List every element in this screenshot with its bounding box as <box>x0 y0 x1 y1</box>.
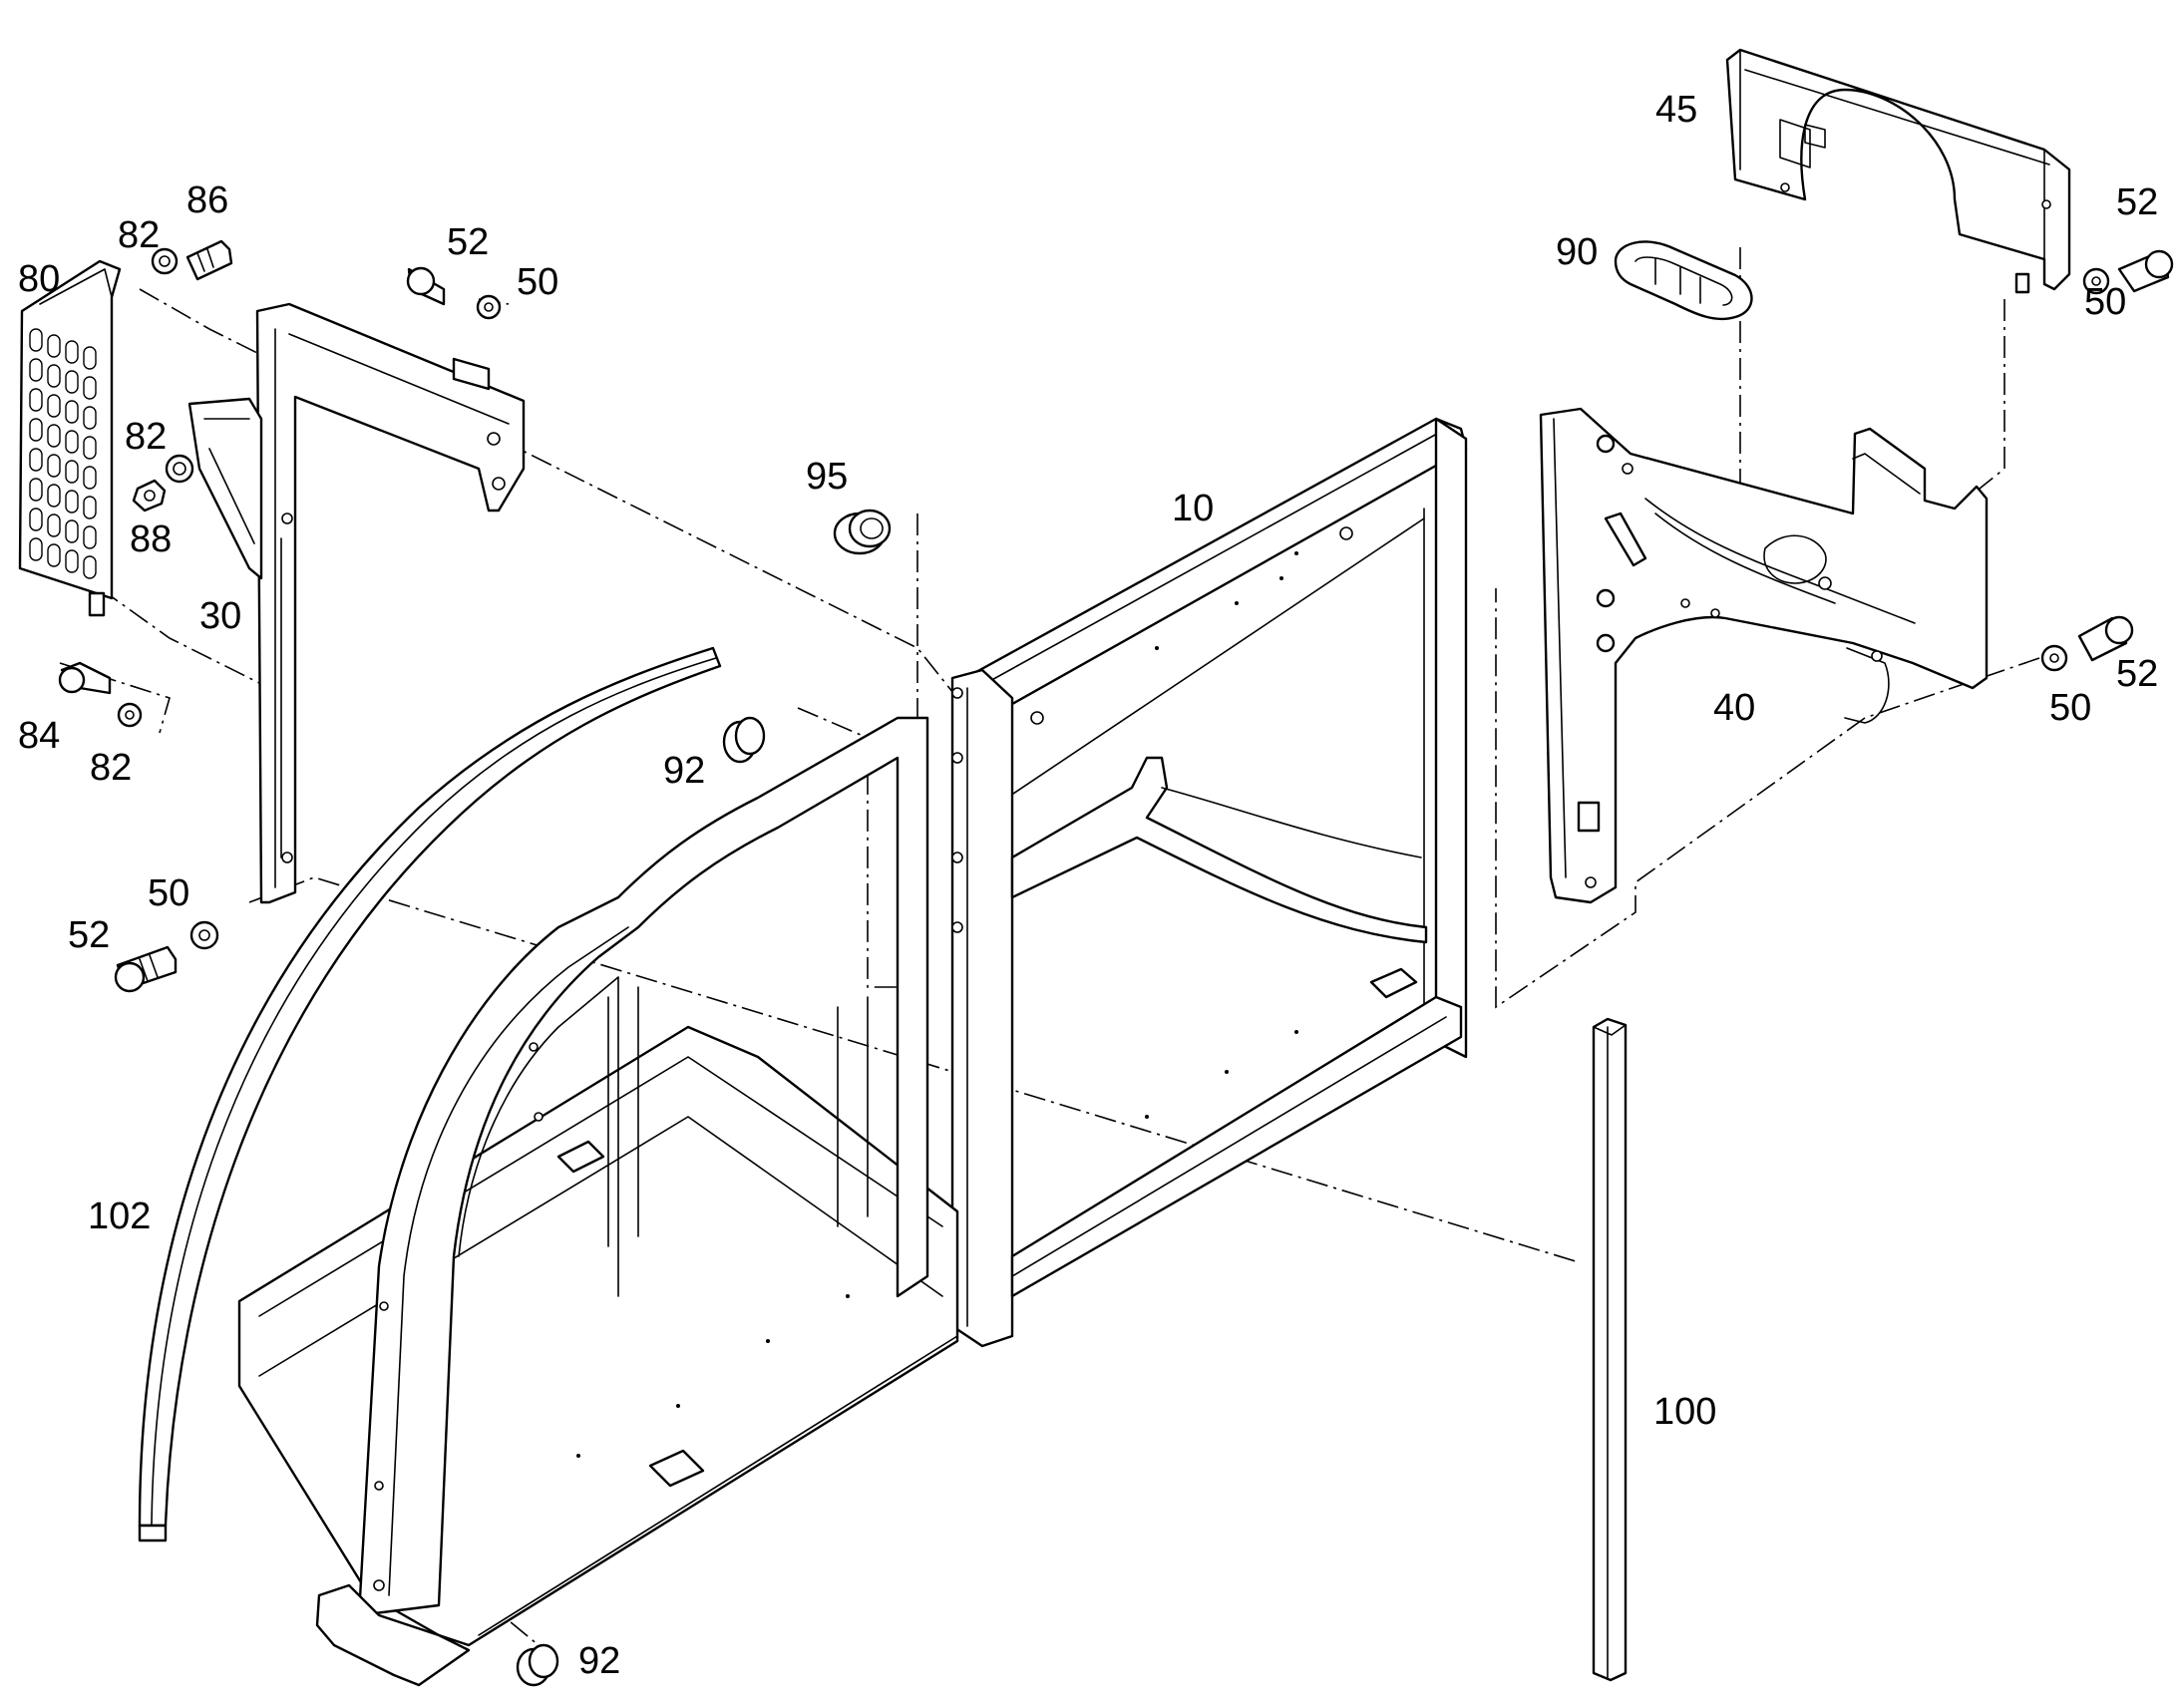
callout-52: 52 <box>2116 653 2158 695</box>
callout-52: 52 <box>2116 181 2158 223</box>
callout-30: 30 <box>199 595 241 637</box>
fasteners-upper-left <box>58 239 502 993</box>
cable-grommet-90 <box>1614 240 1753 321</box>
callout-50: 50 <box>148 872 189 914</box>
callout-82: 82 <box>118 214 160 256</box>
callout-50: 50 <box>2084 281 2126 323</box>
callout-92: 92 <box>663 750 705 792</box>
perforated-cover-80 <box>18 259 122 617</box>
callout-92: 92 <box>578 1640 620 1682</box>
callout-labels: 80 82 86 52 50 82 88 30 84 82 50 52 95 1… <box>18 89 2158 1682</box>
callout-82: 82 <box>90 747 132 789</box>
plug-92-lower <box>516 1643 559 1687</box>
callout-52: 52 <box>68 914 110 956</box>
callout-10: 10 <box>1172 488 1214 529</box>
callout-45: 45 <box>1655 89 1697 131</box>
curved-trim-102 <box>138 646 722 1542</box>
left-bracket-30 <box>187 302 526 904</box>
main-frame-10 <box>237 417 1468 1687</box>
callout-50: 50 <box>2049 687 2091 729</box>
callout-86: 86 <box>186 179 228 221</box>
callout-84: 84 <box>18 715 60 757</box>
callout-52: 52 <box>447 221 489 263</box>
callout-100: 100 <box>1653 1391 1716 1433</box>
callout-95: 95 <box>806 456 848 498</box>
right-bracket-40 <box>1539 407 1989 904</box>
callout-50: 50 <box>517 261 558 303</box>
callout-80: 80 <box>18 258 60 300</box>
callout-40: 40 <box>1713 687 1755 729</box>
plug-92-upper <box>722 716 766 764</box>
top-cover-45 <box>1725 48 2071 294</box>
callout-82: 82 <box>125 416 167 458</box>
fasteners-right <box>2040 249 2174 672</box>
callout-102: 102 <box>88 1196 151 1237</box>
grommet-95 <box>833 509 892 555</box>
callout-90: 90 <box>1556 231 1598 273</box>
callout-88: 88 <box>130 518 172 560</box>
seal-strip-100 <box>1592 1017 1628 1682</box>
